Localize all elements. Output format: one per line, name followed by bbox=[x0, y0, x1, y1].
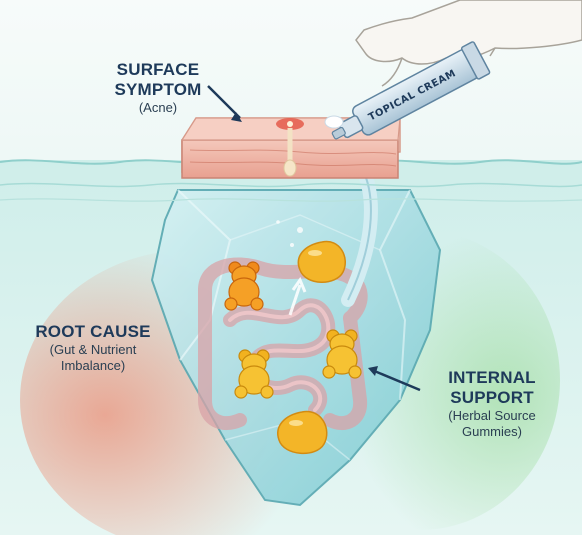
root-subtitle-line2: Imbalance) bbox=[60, 358, 126, 373]
surface-title-line2: SYMPTOM bbox=[114, 80, 202, 99]
internal-title-line2: SUPPORT bbox=[450, 388, 534, 407]
root-title: ROOT CAUSE bbox=[35, 322, 151, 341]
internal-title-line1: INTERNAL bbox=[448, 368, 536, 387]
arrow-icon bbox=[288, 276, 307, 316]
surface-symptom-label: SURFACE SYMPTOM (Acne) bbox=[98, 60, 218, 116]
gummy-drop-icon bbox=[277, 410, 328, 455]
gummy-drop-icon bbox=[297, 240, 346, 283]
cream-dollop bbox=[324, 115, 344, 129]
internal-subtitle-line2: Gummies) bbox=[462, 424, 522, 439]
gummy-bear-icon bbox=[224, 261, 264, 311]
gummy-bear-icon bbox=[234, 349, 274, 399]
surface-title-line1: SURFACE bbox=[116, 60, 200, 79]
root-subtitle-line1: (Gut & Nutrient bbox=[49, 342, 137, 357]
internal-support-label: INTERNAL SUPPORT (Herbal Source Gummies) bbox=[422, 368, 562, 440]
internal-pointer bbox=[371, 368, 421, 392]
hand-icon bbox=[355, 0, 582, 87]
surface-pointer bbox=[207, 85, 241, 119]
internal-subtitle-line1: (Herbal Source bbox=[448, 408, 536, 423]
root-cause-label: ROOT CAUSE (Gut & Nutrient Imbalance) bbox=[28, 322, 158, 374]
surface-subtitle: (Acne) bbox=[138, 100, 178, 115]
gummy-bear-icon bbox=[322, 329, 362, 379]
